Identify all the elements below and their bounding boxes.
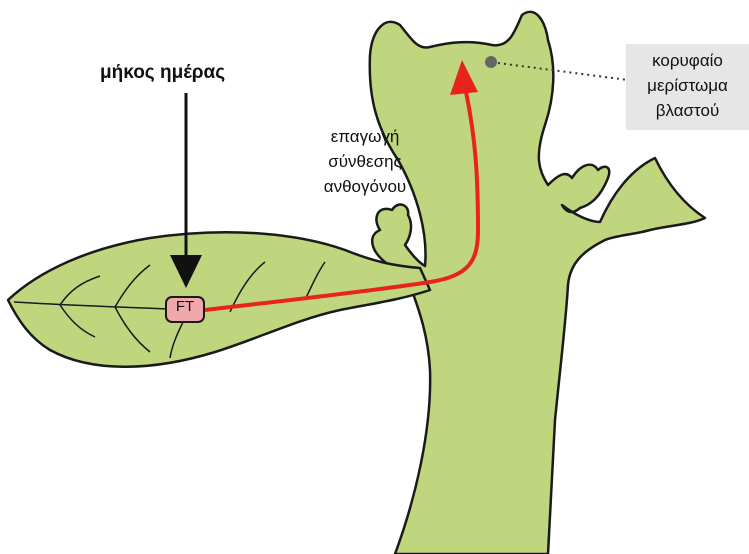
meristem-dot — [485, 56, 497, 68]
day-length-label: μήκος ημέρας — [100, 62, 290, 84]
induction-line-1: επαγωγή — [290, 124, 440, 149]
meristem-label: κορυφαίο μερίστωμα βλαστού — [626, 48, 749, 123]
induction-line-3: ανθογόνου — [290, 174, 440, 199]
induction-line-2: σύνθεσης — [290, 149, 440, 174]
ft-label: FT — [165, 298, 205, 315]
induction-label: επαγωγή σύνθεσης ανθογόνου — [290, 124, 440, 199]
leaf — [8, 232, 430, 367]
meristem-line-3: βλαστού — [626, 98, 749, 123]
meristem-line-1: κορυφαίο — [626, 48, 749, 73]
meristem-line-2: μερίστωμα — [626, 73, 749, 98]
